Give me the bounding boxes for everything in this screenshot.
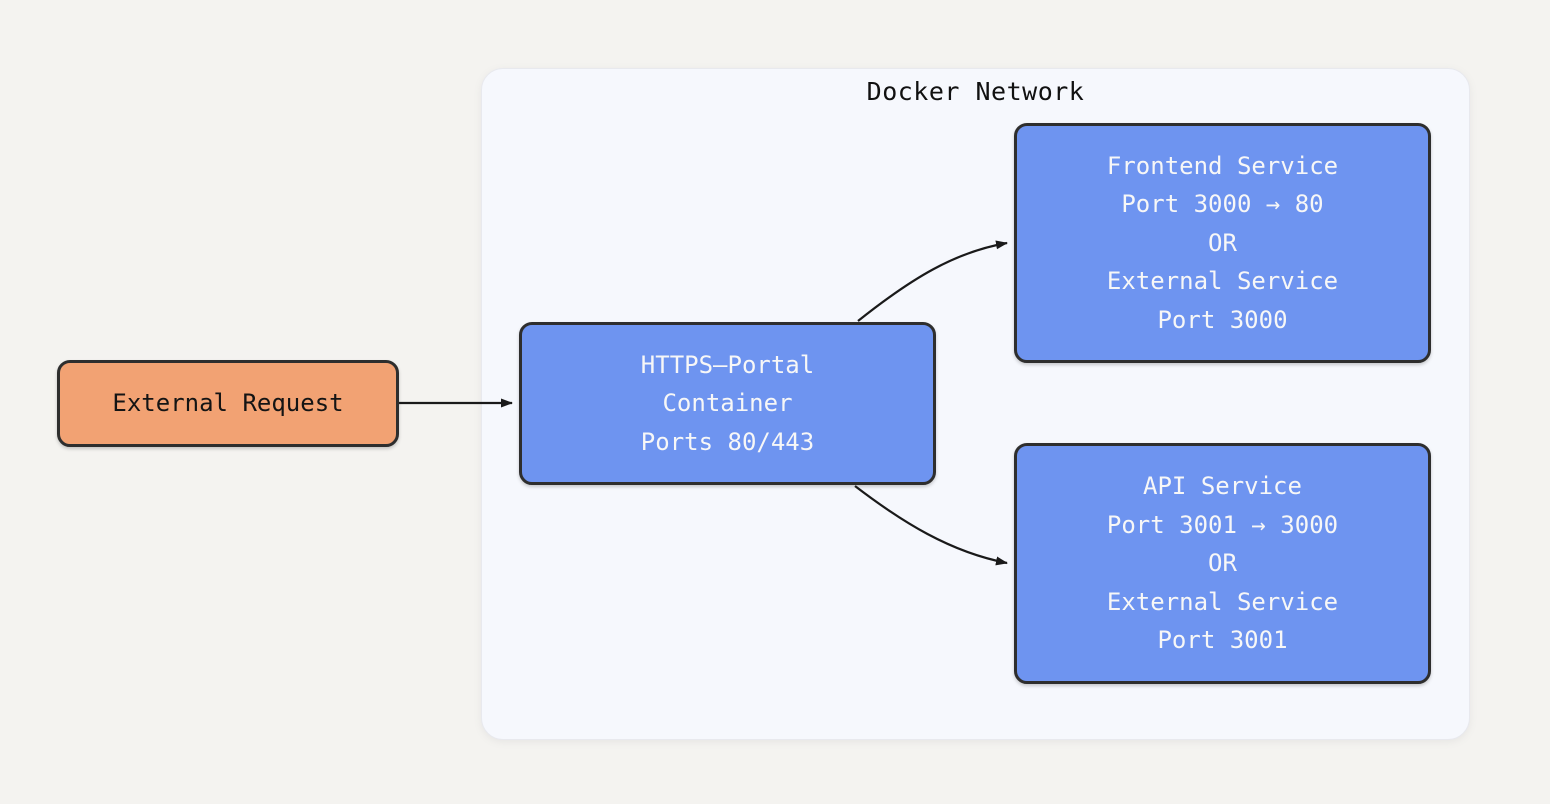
node-https-portal-line: HTTPS—Portal xyxy=(640,350,815,379)
node-frontend-service: Frontend Service Port 3000 → 80 OR Exter… xyxy=(1014,123,1431,363)
node-frontend-service-line: OR xyxy=(1208,228,1237,257)
node-frontend-service-line: Port 3000 xyxy=(1157,305,1288,334)
node-https-portal: HTTPS—Portal Container Ports 80/443 xyxy=(519,322,936,485)
node-api-service-line: OR xyxy=(1208,549,1237,578)
node-api-service: API Service Port 3001 → 3000 OR External… xyxy=(1014,443,1431,684)
node-api-service-line: Port 3001 → 3000 xyxy=(1106,510,1339,539)
node-https-portal-line: Ports 80/443 xyxy=(640,427,815,456)
node-frontend-service-line: Frontend Service xyxy=(1106,151,1339,180)
node-https-portal-line: Container xyxy=(662,389,793,418)
docker-network-label: Docker Network xyxy=(866,77,1085,106)
node-api-service-line: External Service xyxy=(1106,587,1339,616)
node-api-service-line: Port 3001 xyxy=(1157,626,1288,655)
node-external-request-label: External Request xyxy=(112,389,344,418)
node-frontend-service-line: Port 3000 → 80 xyxy=(1121,190,1324,219)
node-external-request: External Request xyxy=(57,360,399,447)
node-api-service-line: API Service xyxy=(1143,472,1302,501)
node-frontend-service-line: External Service xyxy=(1106,267,1339,296)
